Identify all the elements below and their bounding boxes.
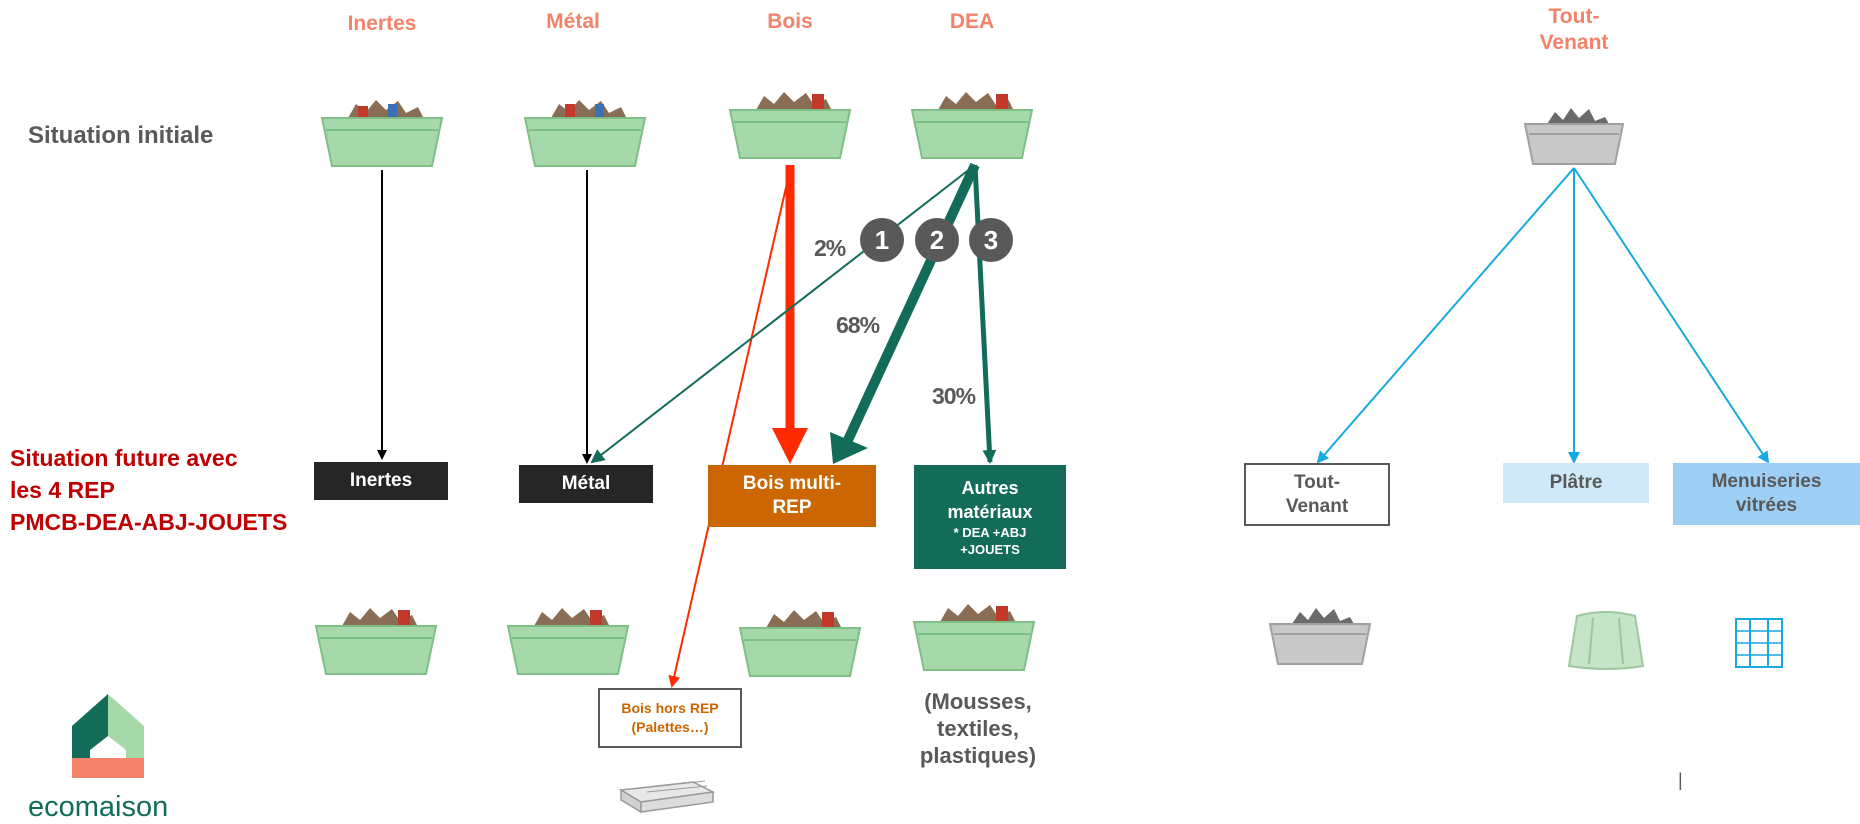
grey-skip-bin-icon [1268, 608, 1372, 665]
badge-3: 3 [969, 218, 1013, 262]
arrow-tv-menuiseries [1573, 167, 1770, 464]
arrow-bois-hors-rep [668, 169, 791, 688]
box-menuiseries-vitrees: Menuiseries vitrées [1673, 463, 1860, 525]
skip-bin-icon [314, 608, 438, 675]
column-title-bois: Bois [767, 10, 813, 33]
row-label-initial: Situation initiale [28, 122, 214, 149]
skip-bin-icon [320, 100, 444, 167]
arrow-tv-toutvenant [1316, 167, 1575, 464]
box-autres-materiaux: Autres matériaux * DEA +ABJ +JOUETS [914, 465, 1066, 569]
arrow-dea-autres [972, 164, 997, 464]
row-label-future: Situation future avec les 4 REP PMCB-DEA… [10, 445, 288, 535]
arrow-dea-bois-thick [843, 162, 980, 443]
skip-bin-icon [912, 604, 1036, 671]
box-bois-hors-rep: Bois hors REP (Palettes…) [598, 688, 742, 748]
logo-house-icon [72, 694, 144, 778]
box-platre: Plâtre [1503, 463, 1649, 503]
box-bois-multi-rep: Bois multi- REP [708, 465, 876, 527]
column-title-dea: DEA [949, 10, 995, 33]
column-title-tout-venant: Tout- Venant [1539, 5, 1609, 54]
grey-skip-bin-icon [1523, 108, 1625, 165]
skip-bin-icon [728, 92, 852, 159]
arrow-bois-head [772, 428, 808, 464]
skip-bin-icon [910, 92, 1034, 159]
skip-bin-icon [506, 608, 630, 675]
arrow-dea-metal [590, 164, 976, 464]
skip-bin-icon [523, 100, 647, 167]
plaster-container-icon [1567, 611, 1645, 670]
pct-2: 2% [814, 235, 846, 261]
box-inertes: Inertes [314, 462, 448, 500]
page-marker: | [1678, 770, 1683, 790]
column-title-inertes: Inertes [347, 12, 417, 35]
window-rack-icon [1735, 618, 1783, 668]
box-autres-sub: * DEA +ABJ +JOUETS [953, 525, 1027, 557]
logo-text: ecomaison [28, 791, 169, 823]
column-title-metal: Métal [546, 10, 600, 33]
arrow-dea-bois-head [830, 432, 868, 464]
box-autres-title: Autres matériaux [947, 478, 1033, 522]
pct-30: 30% [932, 383, 976, 409]
skip-bin-icon [738, 610, 862, 677]
box-metal: Métal [519, 465, 653, 503]
pct-68: 68% [836, 312, 880, 338]
ecomaison-logo: ecomaison [28, 690, 188, 824]
badge-1: 1 [860, 218, 904, 262]
pallet-icon [618, 780, 716, 814]
badge-2: 2 [915, 218, 959, 262]
autres-contents-note: (Mousses, textiles, plastiques) [919, 689, 1037, 768]
box-tout-venant: Tout- Venant [1244, 463, 1390, 526]
